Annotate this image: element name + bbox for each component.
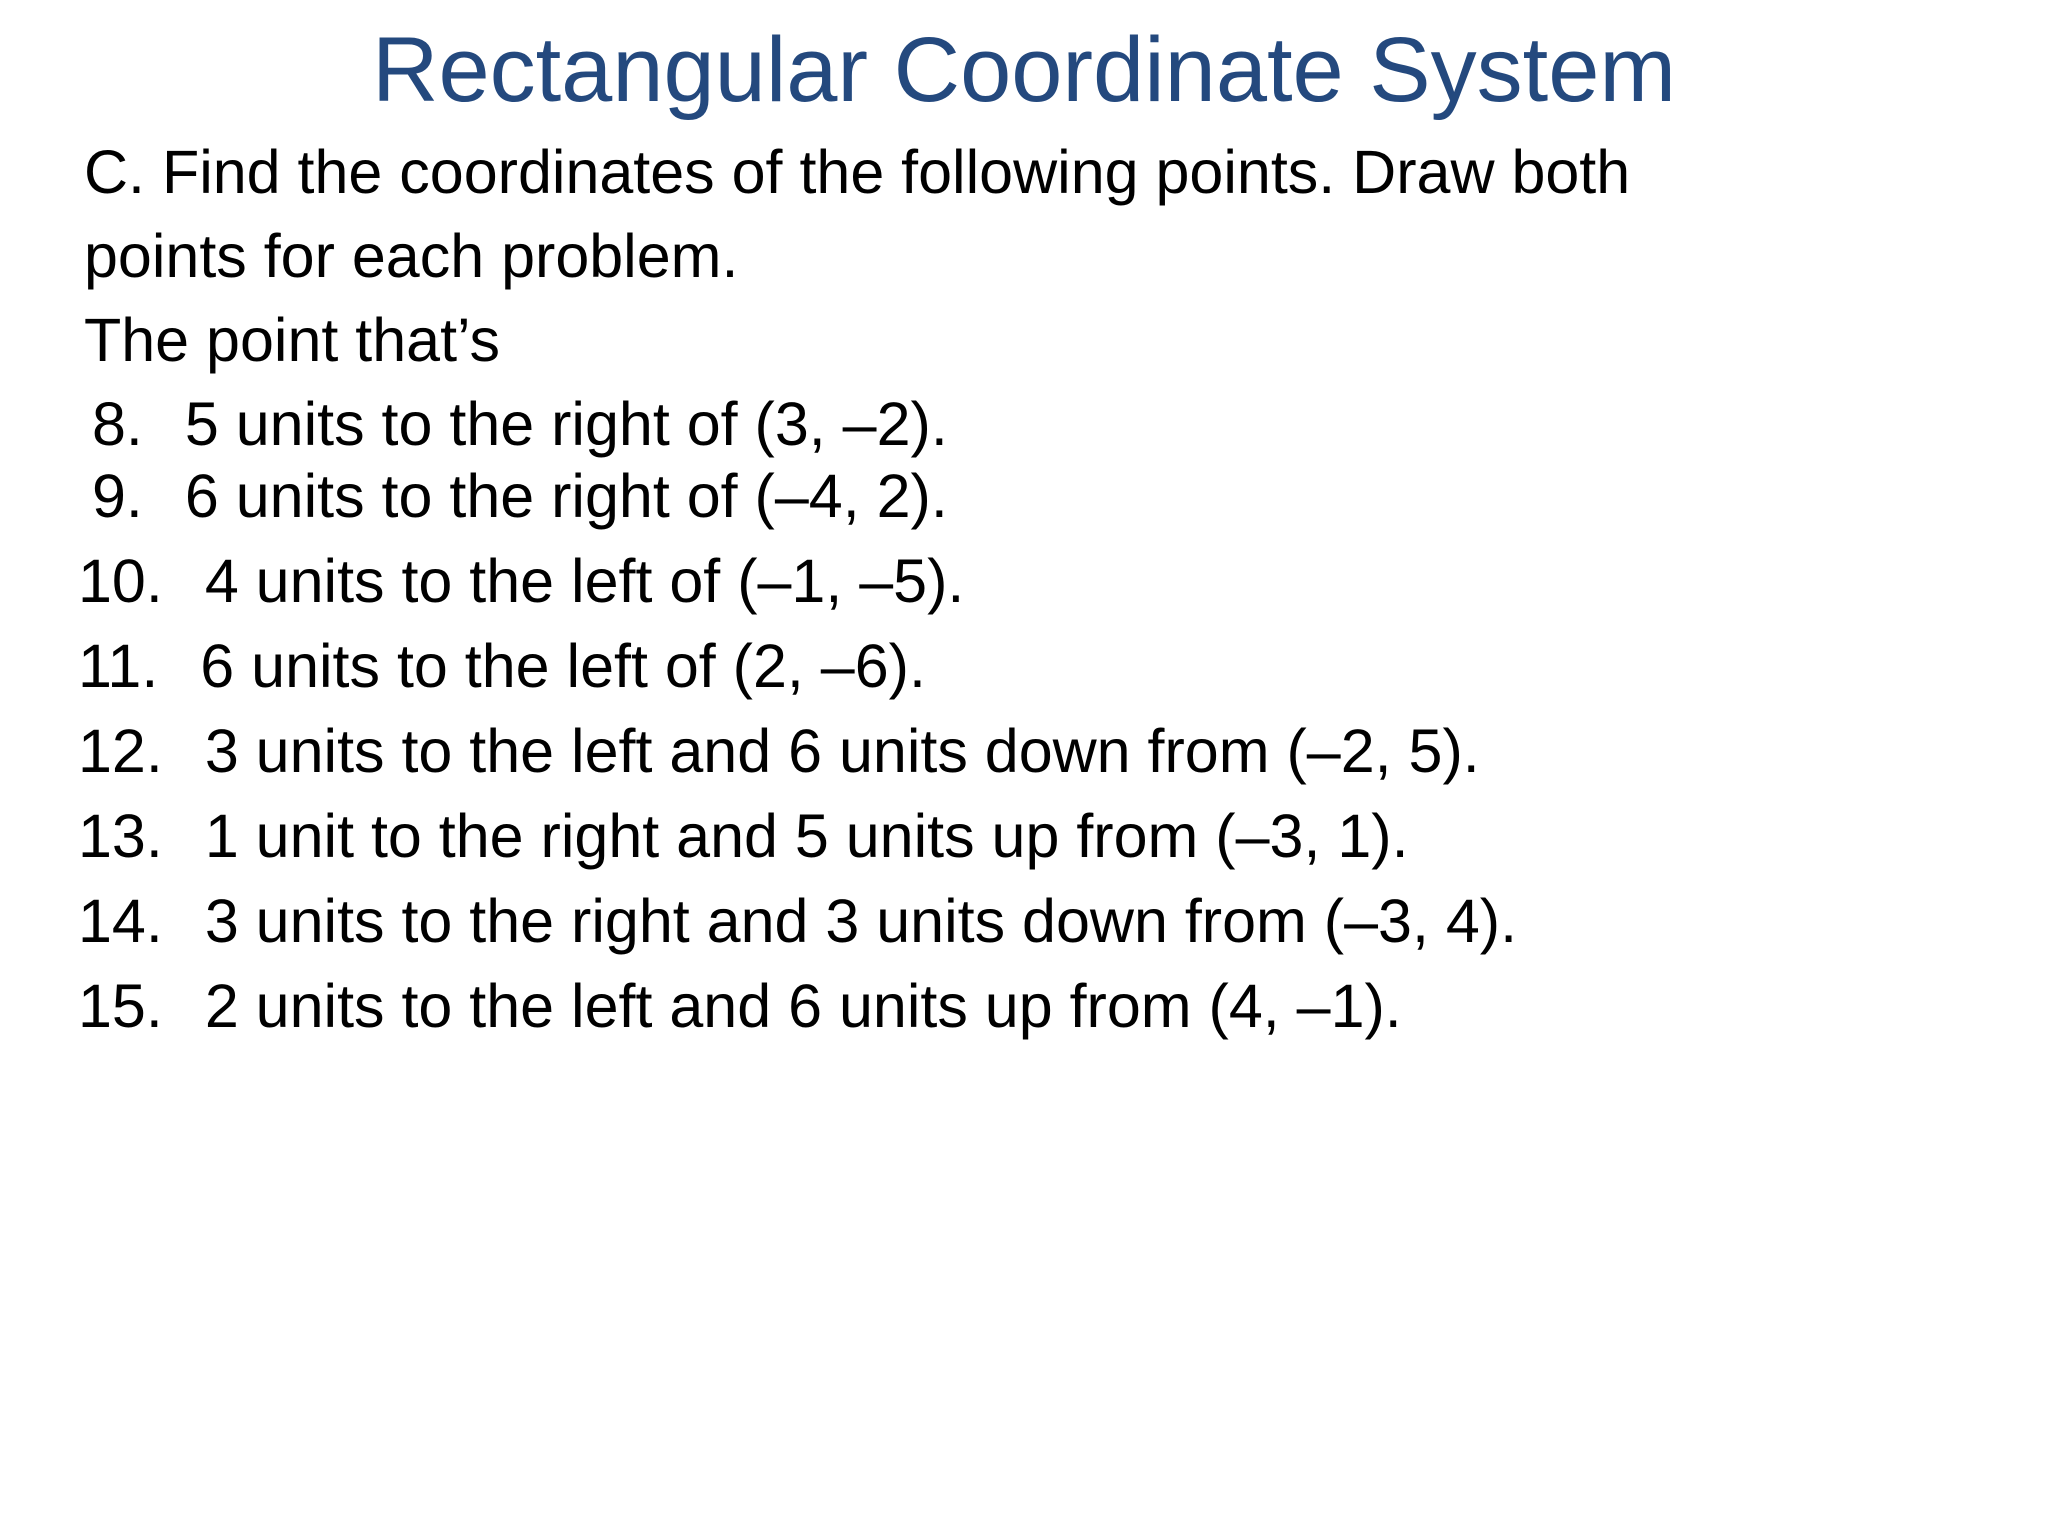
problem-item-10: 10. 4 units to the left of (–1, –5). [0, 539, 2048, 624]
problem-item-12: 12. 3 units to the left and 6 units down … [0, 709, 2048, 794]
problem-item-11: 11. 6 units to the left of (2, –6). [0, 624, 2048, 709]
instruction-line-1: C. Find the coordinates of the following… [84, 138, 1631, 206]
problem-text: 6 units to the left of (2, –6). [200, 632, 926, 700]
problem-text: 5 units to the right of (3, –2). [184, 390, 948, 458]
problem-number: 14. [78, 887, 163, 955]
problem-text: 2 units to the left and 6 units up from … [204, 972, 1402, 1040]
problem-number: 13. [78, 802, 163, 870]
problem-number: 15. [78, 972, 163, 1040]
problem-number: 9. [92, 462, 143, 530]
problem-number: 11. [78, 632, 159, 700]
lead-in-text: The point that’s [84, 306, 500, 374]
problem-text: 3 units to the right and 3 units down fr… [204, 887, 1518, 955]
problem-item-15: 15. 2 units to the left and 6 units up fr… [0, 964, 2048, 1049]
problem-number: 10. [78, 547, 163, 615]
instruction-line-2: points for each problem. [84, 222, 739, 290]
slide-title: Rectangular Coordinate System [372, 19, 1676, 121]
problem-text: 3 units to the left and 6 units down fro… [204, 717, 1480, 785]
problem-item-9: 9. 6 units to the right of (–4, 2). [0, 454, 2048, 539]
problem-text: 1 unit to the right and 5 units up from … [204, 802, 1409, 870]
problem-text: 4 units to the left of (–1, –5). [204, 547, 965, 615]
problem-number: 8. [92, 390, 143, 458]
problem-item-14: 14. 3 units to the right and 3 units down… [0, 879, 2048, 964]
problem-item-8: 8. 5 units to the right of (3, –2). [0, 382, 2048, 467]
problem-number: 12. [78, 717, 163, 785]
problem-text: 6 units to the right of (–4, 2). [184, 462, 948, 530]
problem-item-13: 13. 1 unit to the right and 5 units up fr… [0, 794, 2048, 879]
slide-body: C. Find the coordinates of the following… [0, 130, 2048, 1049]
